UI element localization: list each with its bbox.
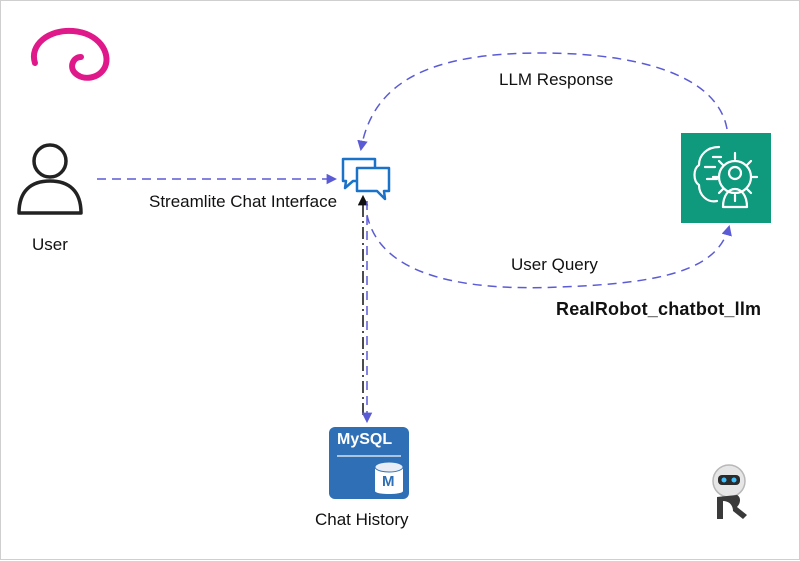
mysql-badge: MySQL — [337, 431, 393, 448]
chat-interface-label: Streamlite Chat Interface — [149, 192, 338, 211]
llm-node-label: RealRobot_chatbot_llm — [556, 299, 762, 319]
chat-history-label: Chat History — [315, 510, 409, 529]
user-label: User — [32, 235, 68, 254]
user-query-label: User Query — [511, 255, 598, 274]
llm-response-label: LLM Response — [499, 70, 614, 89]
chat-bubbles-icon — [341, 157, 391, 201]
edge-user-query — [366, 214, 732, 289]
mysql-badge-letter: M — [382, 473, 395, 490]
ai-brain-gear-icon — [681, 133, 771, 223]
edge-llm-response — [357, 52, 728, 152]
mysql-database-icon — [329, 427, 409, 499]
robot-logo-icon — [712, 464, 747, 519]
user-icon — [17, 143, 83, 215]
swirl-logo-icon — [30, 27, 110, 81]
